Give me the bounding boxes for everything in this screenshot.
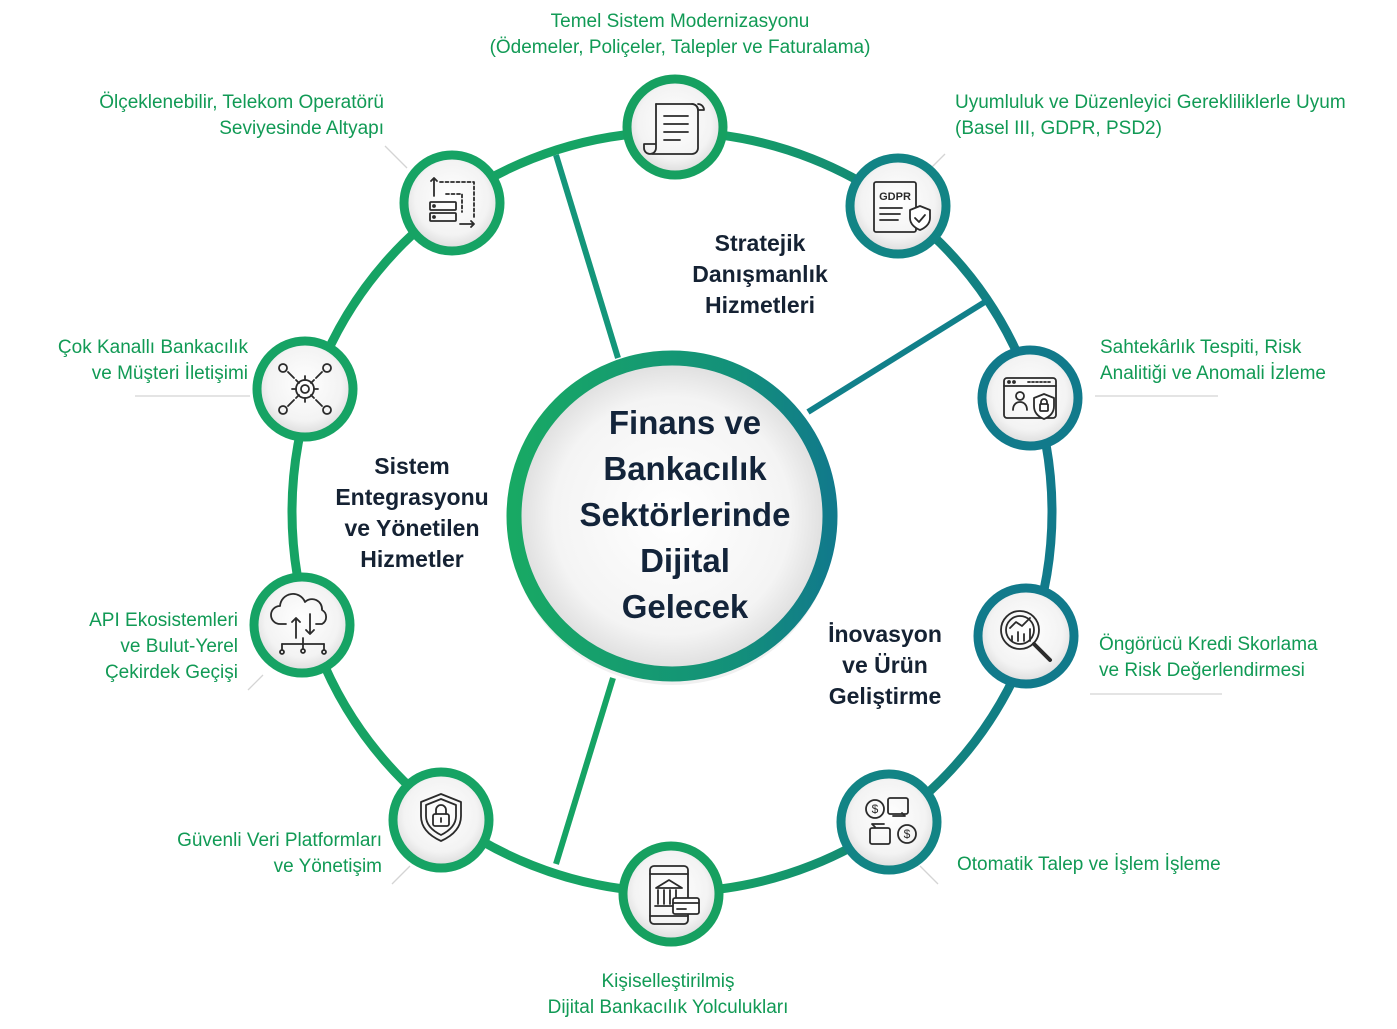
omnichannel-gear-icon bbox=[278, 363, 332, 415]
label-fraud-detection: Sahtekârlık Tespiti, Risk Analitiği ve A… bbox=[1100, 335, 1326, 387]
security-lock-shield-icon bbox=[420, 793, 462, 842]
label-transaction-processing-line1: Otomatik Talep ve İşlem İşleme bbox=[957, 854, 1221, 875]
label-compliance-line2: (Basel III, GDPR, PSD2) bbox=[955, 118, 1162, 139]
label-compliance-line1: Uyumluluk ve Düzenleyici Gerekliliklerle… bbox=[955, 92, 1346, 113]
gdpr-shield-icon: GDPR bbox=[873, 181, 931, 233]
divider-spoke-top bbox=[553, 154, 621, 359]
label-omnichannel: Çok Kanallı Bankacılık ve Müşteri İletiş… bbox=[58, 335, 248, 387]
label-digital-banking-line2: Dijital Bankacılık Yolculukları bbox=[547, 997, 789, 1018]
svg-text:$: $ bbox=[872, 802, 879, 816]
segment-strategic-line1: Stratejik bbox=[714, 230, 806, 256]
center-title-line1: Finans ve bbox=[608, 404, 762, 441]
segment-innovation-line2: ve Ürün bbox=[842, 652, 928, 678]
label-infrastructure: Ölçeklenebilir, Telekom Operatörü Seviye… bbox=[99, 90, 384, 142]
server-scaling-icon bbox=[429, 177, 475, 228]
label-core-modernization-line1: Temel Sistem Modernizasyonu bbox=[550, 11, 810, 32]
segment-innovation-label: İnovasyon ve Ürün Geliştirme bbox=[785, 619, 985, 712]
label-secure-data-line1: Güvenli Veri Platformları bbox=[177, 830, 382, 851]
label-omnichannel-line2: ve Müşteri İletişimi bbox=[91, 363, 248, 384]
fraud-detection-icon bbox=[1003, 377, 1057, 420]
label-secure-data-line2: ve Yönetişim bbox=[273, 856, 382, 877]
segment-innovation-line3: Geliştirme bbox=[828, 683, 942, 709]
label-fraud-detection-line1: Sahtekârlık Tespiti, Risk bbox=[1100, 337, 1302, 358]
center-title-line3: Sektörlerinde bbox=[579, 496, 791, 533]
label-compliance: Uyumluluk ve Düzenleyici Gerekliliklerle… bbox=[955, 90, 1346, 142]
label-fraud-detection-line2: Analitiği ve Anomali İzleme bbox=[1100, 363, 1326, 384]
segment-integration-line3: ve Yönetilen bbox=[344, 515, 480, 541]
label-credit-scoring: Öngörücü Kredi Skorlama ve Risk Değerlen… bbox=[1099, 632, 1318, 684]
segment-strategic-line2: Danışmanlık bbox=[692, 261, 828, 287]
label-infrastructure-line2: Seviyesinde Altyapı bbox=[219, 118, 384, 139]
label-api-cloud-line1: API Ekosistemleri bbox=[89, 610, 238, 631]
node-api-cloud bbox=[249, 572, 355, 678]
document-scroll-icon bbox=[643, 103, 705, 155]
label-core-modernization: Temel Sistem Modernizasyonu (Ödemeler, P… bbox=[440, 9, 920, 61]
callout-lines bbox=[135, 145, 1222, 885]
magnifier-chart-icon bbox=[1000, 610, 1052, 662]
center-title-line2: Bankacılık bbox=[603, 450, 767, 487]
label-secure-data: Güvenli Veri Platformları ve Yönetişim bbox=[177, 828, 382, 880]
segment-integration-line4: Hizmetler bbox=[360, 546, 464, 572]
center-title: Finans ve Bankacılık Sektörlerinde Dijit… bbox=[530, 400, 840, 630]
label-transaction-processing: Otomatik Talep ve İşlem İşleme bbox=[957, 852, 1221, 878]
center-title-line5: Gelecek bbox=[621, 588, 749, 625]
segment-strategic-line3: Hizmetleri bbox=[705, 292, 815, 318]
node-digital-banking bbox=[618, 841, 724, 947]
node-credit-scoring bbox=[973, 583, 1079, 689]
label-omnichannel-line1: Çok Kanallı Bankacılık bbox=[57, 337, 248, 358]
segment-strategic-label: Stratejik Danışmanlık Hizmetleri bbox=[660, 228, 860, 321]
label-api-cloud-line2: ve Bulut-Yerel bbox=[120, 636, 238, 657]
node-fraud-detection bbox=[977, 345, 1083, 451]
node-core-modernization bbox=[622, 74, 728, 180]
mobile-bank-icon bbox=[649, 865, 700, 925]
center-circle bbox=[506, 350, 838, 682]
label-digital-banking: Kişiselleştirilmiş Dijital Bankacılık Yo… bbox=[468, 969, 868, 1021]
segment-integration-line2: Entegrasyonu bbox=[335, 484, 489, 510]
node-transaction-processing bbox=[836, 769, 942, 875]
node-omnichannel bbox=[252, 336, 358, 442]
divider-spoke-bottom bbox=[553, 677, 616, 865]
divider-spoke-right bbox=[806, 297, 990, 415]
label-credit-scoring-line1: Öngörücü Kredi Skorlama bbox=[1099, 634, 1318, 655]
node-infrastructure bbox=[399, 150, 505, 256]
segment-integration-label: Sistem Entegrasyonu ve Yönetilen Hizmetl… bbox=[302, 451, 522, 575]
svg-text:GDPR: GDPR bbox=[879, 191, 911, 203]
cloud-migration-icon bbox=[270, 593, 328, 655]
node-compliance bbox=[845, 153, 951, 259]
label-api-cloud-line3: Çekirdek Geçişi bbox=[104, 662, 238, 683]
segment-innovation-line1: İnovasyon bbox=[828, 621, 942, 647]
label-credit-scoring-line2: ve Risk Değerlendirmesi bbox=[1099, 660, 1305, 681]
svg-text:$: $ bbox=[904, 827, 911, 841]
center-title-line4: Dijital bbox=[640, 542, 730, 579]
label-api-cloud: API Ekosistemleri ve Bulut-Yerel Çekirde… bbox=[89, 608, 238, 686]
label-digital-banking-line1: Kişiselleştirilmiş bbox=[601, 971, 735, 992]
dollar-exchange-icon: $ $ bbox=[865, 797, 917, 845]
label-core-modernization-line2: (Ödemeler, Poliçeler, Talepler ve Fatura… bbox=[489, 37, 871, 58]
label-infrastructure-line1: Ölçeklenebilir, Telekom Operatörü bbox=[99, 92, 384, 113]
segment-integration-line1: Sistem bbox=[374, 453, 450, 479]
